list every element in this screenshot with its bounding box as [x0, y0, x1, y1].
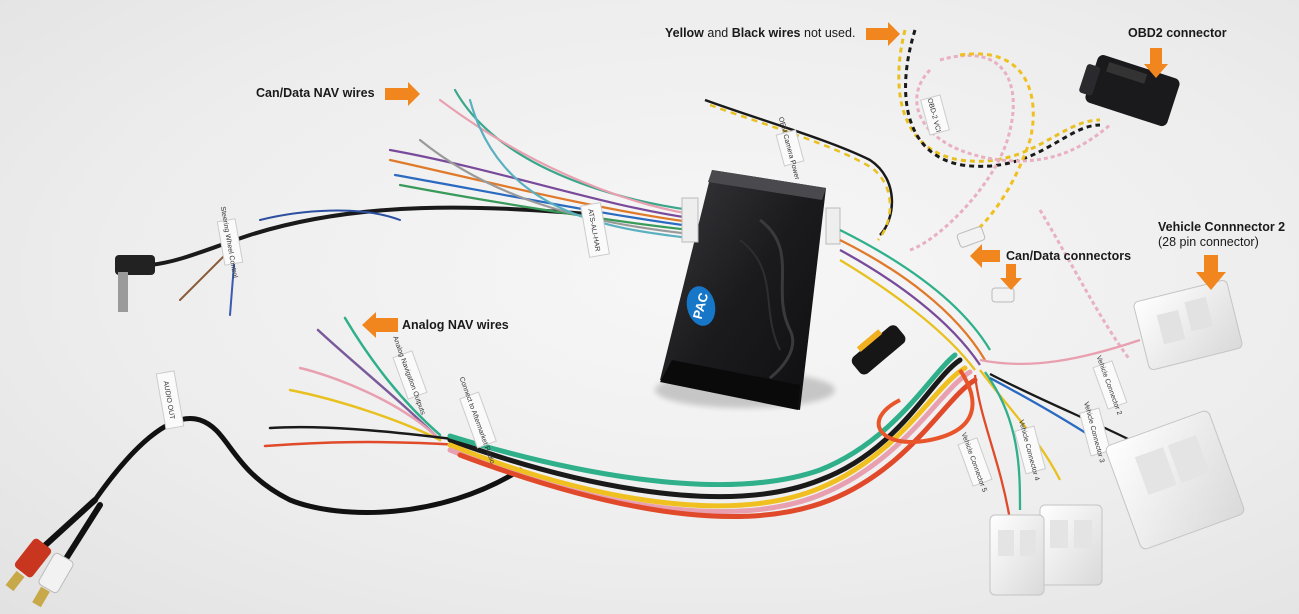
- rca-tag: AUDIO OUT: [155, 370, 185, 430]
- vehicle-connector2-callout: Vehicle Connnector 2(28 pin connector): [1158, 220, 1285, 250]
- can-nav-wire-bundle: [388, 88, 692, 240]
- arrow-down-icon: [1000, 264, 1022, 290]
- can-nav-callout: Can/Data NAV wires: [256, 86, 375, 101]
- vehicle-connector-2: [1133, 279, 1243, 371]
- rca-plugs: [5, 538, 74, 608]
- rca-cable: [37, 416, 523, 568]
- jack-tag: Steering Wheel Control: [216, 206, 244, 279]
- arrow-right-icon: [866, 22, 900, 46]
- pac-logo-text: PAC: [690, 291, 712, 321]
- obd-tag: OBD-2 VCI: [920, 94, 950, 136]
- unused-wires-suffix: not used.: [800, 26, 856, 40]
- main-harness-trunk: [447, 352, 978, 519]
- unused-wires-callout: Yellow and Black wires not used.: [665, 26, 855, 41]
- pac-logo-badge: [686, 286, 716, 326]
- pac-module: PAC: [660, 170, 826, 410]
- can-data-small-connectors: [956, 226, 1015, 303]
- obd2-callout-text: OBD2 connector: [1128, 26, 1227, 40]
- orange-wire-loop: [876, 368, 975, 444]
- unused-wires-and: and: [703, 26, 732, 40]
- unused-wires-yellow: Yellow: [665, 26, 704, 40]
- analog-nav-callout: Analog NAV wires: [402, 318, 509, 333]
- module-input-plugs: [681, 197, 841, 245]
- unused-wires-black: Black wires: [731, 26, 801, 40]
- module-tag: ATS-ALI-HAR: [580, 202, 610, 258]
- arrow-down-icon: [1196, 255, 1226, 290]
- vehicle-connector-4: [1039, 504, 1103, 586]
- callout-arrows: [362, 22, 1226, 338]
- analog-nav-callout-text: Analog NAV wires: [402, 318, 509, 332]
- can-connectors-callout-text: Can/Data connectors: [1006, 249, 1132, 263]
- analog-nav-wires: [263, 316, 462, 448]
- vehicle-connector2-title: Vehicle Connnector 2: [1158, 220, 1286, 234]
- vc2-tag: Vehicle Connector 2: [1092, 355, 1128, 416]
- obd2-callout: OBD2 connector: [1128, 26, 1227, 41]
- can-nav-callout-text: Can/Data NAV wires: [256, 86, 375, 100]
- arrow-left-icon: [362, 312, 398, 338]
- inline-fuse-holder: [851, 325, 906, 375]
- arrow-down-icon: [1144, 48, 1168, 78]
- obd2-connector: [1079, 55, 1180, 127]
- vehicle-connector2-subtitle: (28 pin connector): [1158, 235, 1259, 249]
- vehicle-connector-5: [989, 514, 1045, 596]
- vehicle-connector-3: [1105, 410, 1245, 550]
- arrow-left-icon: [970, 244, 1000, 268]
- vehicle-harness-wires: [839, 228, 1141, 521]
- audio-jack: [115, 255, 155, 312]
- obd2-twisted-wires: [897, 29, 1132, 361]
- can-connectors-callout: Can/Data connectors: [1006, 249, 1131, 264]
- camera-power-wire: [704, 98, 894, 241]
- arrow-right-icon: [385, 82, 420, 106]
